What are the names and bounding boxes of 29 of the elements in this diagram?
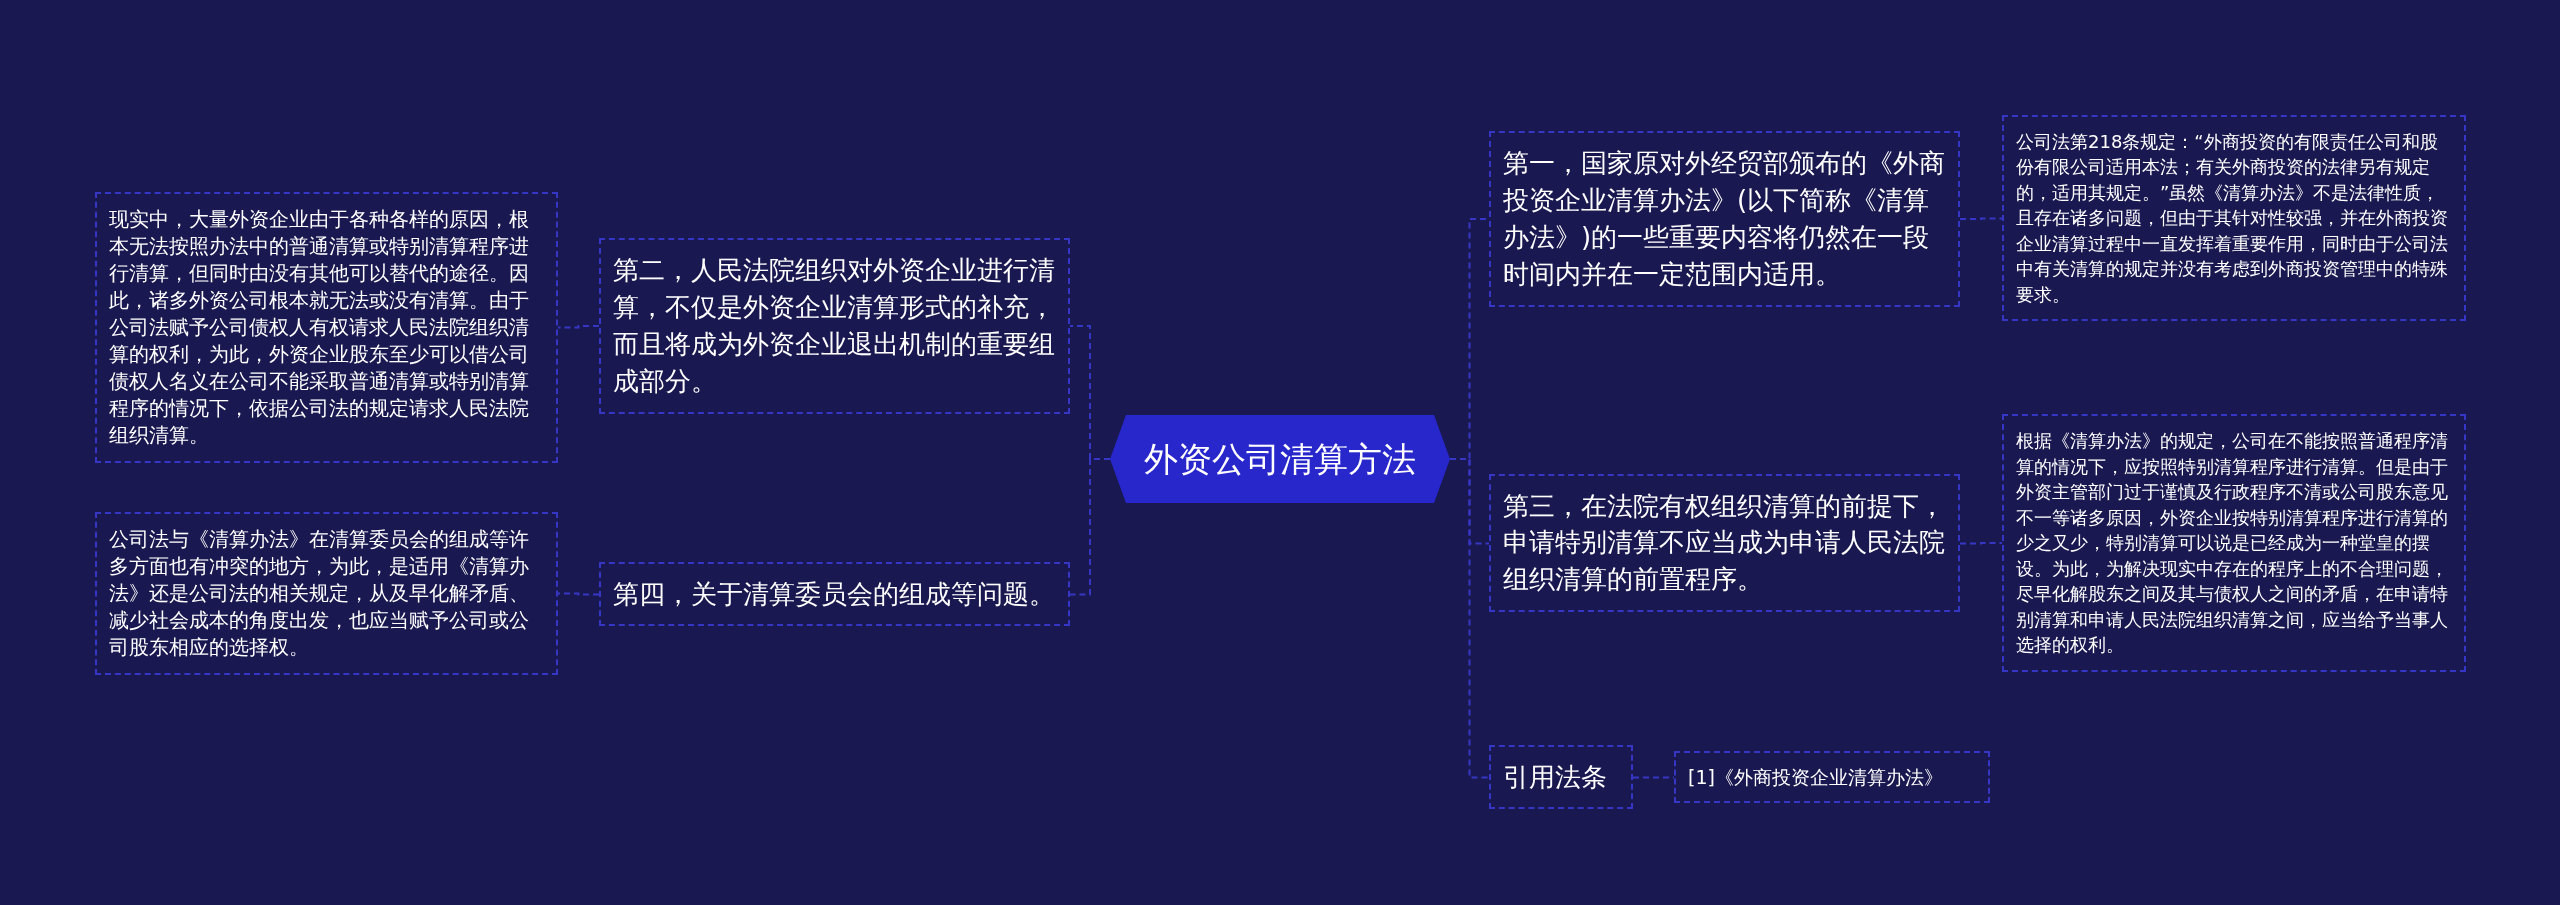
note-text: 根据《清算办法》的规定，公司在不能按照普通程序清算的情况下，应按照特别清算程序进行清算。但是由于外资主管部门过于谨慎及行政程序不清或公司股东意见不一等诸多原因，外资企业按特别清算程序进行清算的少之又少，特别清算可以说是已经成为一种堂皇的摆设。为此，为解决现实中存在的程序上的不合理问题，尽早化解股东之间及其与债权人之间的矛盾，在申请特别清算和申请人民法院组织清算之间，应当给予当事人选择的权利。 xyxy=(2016,429,2449,658)
branch-text: 第四，关于清算委员会的组成等问题。 xyxy=(613,577,1056,611)
note-text: 公司法与《清算办法》在清算委员会的组成等许多方面也有冲突的地方，为此，是适用《清算办法》还是公司法的相关规定，从及早化解矛盾、减少社会成本的角度出发，也应当赋予公司或公司股东相应的选择权。 xyxy=(109,525,530,661)
branch-text: 第二，人民法院组织对外资企业进行清算，不仅是外资企业清算形式的补充，而且将成为外资企业退出机制的重要组成部分。 xyxy=(613,254,1056,398)
note-box xyxy=(2002,414,2466,672)
topic-title: 外资公司清算方法 xyxy=(1144,438,1416,480)
branch-box xyxy=(1489,473,1960,613)
branch-text: 第一，国家原对外经贸部颁布的《外商投资企业清算办法》(以下简称《清算办法》)的一些重要内容将仍然在一段时间内并在一定范围内适用。 xyxy=(1503,147,1946,291)
branch-box xyxy=(599,238,1070,414)
branch-box xyxy=(1489,744,1633,810)
branch-box xyxy=(599,561,1070,627)
note-box xyxy=(95,511,558,675)
note-box xyxy=(2002,114,2466,322)
connector-line xyxy=(1959,217,2003,220)
note-text: [1]《外商投资企业清算办法》 xyxy=(1688,764,1944,790)
connector-line xyxy=(557,592,600,596)
branch-box xyxy=(1489,131,1960,307)
connector-line xyxy=(557,325,600,329)
branch-text: 第三，在法院有权组织清算的前提下，申请特别清算不应当成为申请人民法院组织清算的前置程序。 xyxy=(1503,489,1946,597)
connector-line xyxy=(1959,542,2003,545)
note-text: 现实中，大量外资企业由于各种各样的原因，根本无法按照办法中的普通清算或特别清算程序进行清算，但同时由没有其他可以替代的途径。因此，诸多外资公司根本就无法或没有清算。由于公司法赋予公司债权人有权请求人民法院组织清算的权利，为此，外资企业股东至少可以借公司债权人名义在公司不能采取普通清算或特别清算程序的情况下，依据公司法的规定请求人民法院组织清算。 xyxy=(109,205,530,449)
topic-hexagon xyxy=(1110,415,1450,503)
connector-line xyxy=(1632,776,1675,779)
note-box xyxy=(95,191,558,463)
note-text: 公司法第218条规定：“外商投资的有限责任公司和股份有限公司适用本法；有关外商投资的法律另有规定的，适用其规定。”虽然《清算办法》不是法律性质，且存在诸多问题，但由于其针对性较强，并在外商投资企业清算过程中一直发挥着重要作用，同时由于公司法中有关清算的规定并没有考虑到外商投资管理中的特殊要求。 xyxy=(2016,129,2449,307)
note-box xyxy=(1674,750,1990,804)
branch-text: 引用法条 xyxy=(1503,760,1608,794)
connector-line xyxy=(1069,458,1111,596)
connector-line xyxy=(1449,458,1490,779)
